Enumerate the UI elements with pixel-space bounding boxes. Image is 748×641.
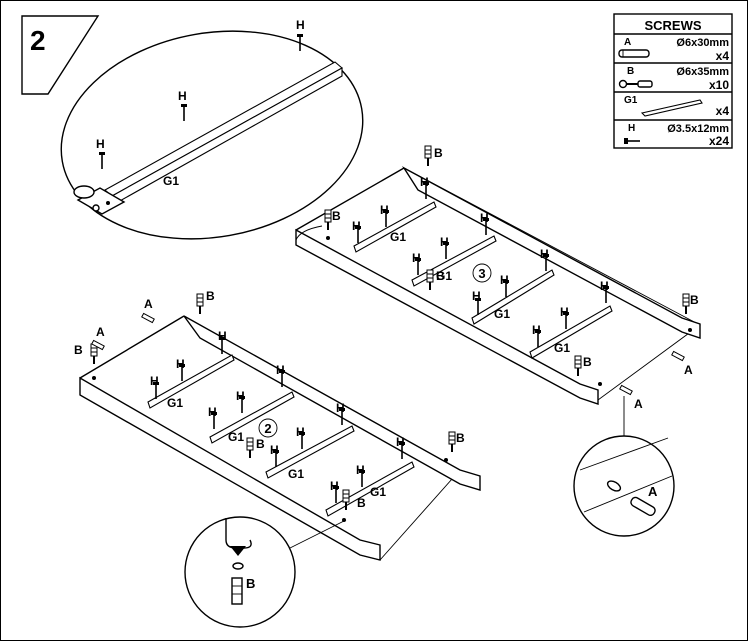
- part-label-h: H: [472, 289, 481, 303]
- part-label-h: H: [532, 323, 541, 337]
- dowel-detail-callout: A: [573, 396, 675, 537]
- part-label-h: H: [296, 425, 305, 439]
- wood-screw-icon: [624, 138, 640, 144]
- part-label-g1: G1: [390, 230, 406, 244]
- legend-letter: G1: [624, 95, 638, 106]
- part-label-a: A: [684, 363, 693, 377]
- part-label-h: H: [500, 273, 509, 287]
- part-label-h: H: [412, 251, 421, 265]
- dowel-icon: [618, 49, 650, 58]
- part-label-h: H: [480, 211, 489, 225]
- part-label-g1: G1: [494, 307, 510, 321]
- frame-step-number: 3: [478, 266, 485, 281]
- part-label-h: H: [420, 175, 429, 189]
- part-label-h: H: [96, 137, 105, 151]
- legend-row-a: A Ø6x30mm x4: [618, 37, 730, 63]
- legend-row-h: H Ø3.5x12mm x24: [624, 123, 729, 148]
- cam-bolt-icon: [618, 79, 653, 89]
- legend-qty: x4: [716, 104, 730, 118]
- part-label-g1: G1: [167, 396, 183, 410]
- part-label-b: B: [357, 496, 366, 510]
- part-label-b: B: [690, 293, 699, 307]
- part-label-b: B: [206, 289, 215, 303]
- legend-letter: H: [628, 123, 635, 134]
- part-label-g1: G1: [436, 269, 452, 283]
- part-label-b: B: [74, 343, 83, 357]
- part-label-a: A: [96, 325, 105, 339]
- metal-rail-icon: [640, 99, 703, 117]
- part-label-b: B: [583, 355, 592, 369]
- legend-size: Ø3.5x12mm: [667, 123, 729, 135]
- part-label-g1: G1: [228, 430, 244, 444]
- part-label-b: B: [456, 431, 465, 445]
- part-label-a: A: [648, 484, 658, 499]
- part-label-g1: G1: [288, 467, 304, 481]
- part-label-b: B: [256, 437, 265, 451]
- legend-row-b: B Ø6x35mm x10: [618, 66, 729, 92]
- part-label-b: B: [434, 146, 443, 160]
- part-label-h: H: [540, 247, 549, 261]
- rail-detail-callout: H H H G1: [60, 18, 364, 240]
- frame-step-number: 2: [264, 421, 271, 436]
- part-label-h: H: [176, 357, 185, 371]
- legend-qty: x10: [709, 78, 729, 92]
- left-frame-assembly: 2 A A B B B B B H H H H H H H H H H H H …: [74, 289, 481, 561]
- part-label-h: H: [380, 203, 389, 217]
- part-label-g1: G1: [370, 485, 386, 499]
- part-label-h: H: [296, 18, 305, 32]
- legend-letter: A: [624, 37, 631, 48]
- right-frame-assembly: 3 A A B B B B B H H H H H H H H H H H H …: [295, 145, 701, 411]
- part-label-h: H: [178, 89, 187, 103]
- part-label-g1: G1: [163, 174, 179, 188]
- part-label-h: H: [396, 435, 405, 449]
- legend-qty: x4: [716, 49, 730, 63]
- part-label-h: H: [336, 401, 345, 415]
- part-label-h: H: [440, 235, 449, 249]
- part-label-h: H: [560, 305, 569, 319]
- screws-legend: SCREWS A Ø6x30mm x4 B Ø6x35mm x10 G1: [613, 13, 733, 149]
- part-label-b: B: [436, 269, 445, 283]
- legend-qty: x24: [709, 134, 729, 148]
- part-label-a: A: [144, 297, 153, 311]
- part-label-b: B: [246, 576, 255, 591]
- legend-row-g1: G1 x4: [624, 95, 729, 118]
- part-label-h: H: [356, 463, 365, 477]
- part-label-b: B: [332, 209, 341, 223]
- cam-bolt-detail-callout: B: [184, 516, 347, 628]
- legend-size: Ø6x35mm: [676, 66, 729, 78]
- part-label-h: H: [208, 405, 217, 419]
- legend-title: SCREWS: [644, 18, 701, 33]
- step-badge: 2: [21, 15, 100, 95]
- part-label-h: H: [352, 219, 361, 233]
- step-number: 2: [30, 25, 46, 56]
- part-label-h: H: [270, 443, 279, 457]
- part-label-g1: G1: [554, 341, 570, 355]
- part-label-h: H: [150, 374, 159, 388]
- part-label-h: H: [236, 389, 245, 403]
- part-label-h: H: [276, 363, 285, 377]
- part-label-h: H: [218, 329, 227, 343]
- part-label-a: A: [634, 397, 643, 411]
- legend-letter: B: [627, 66, 634, 77]
- part-label-h: H: [330, 479, 339, 493]
- part-label-h: H: [600, 279, 609, 293]
- legend-size: Ø6x30mm: [676, 37, 729, 49]
